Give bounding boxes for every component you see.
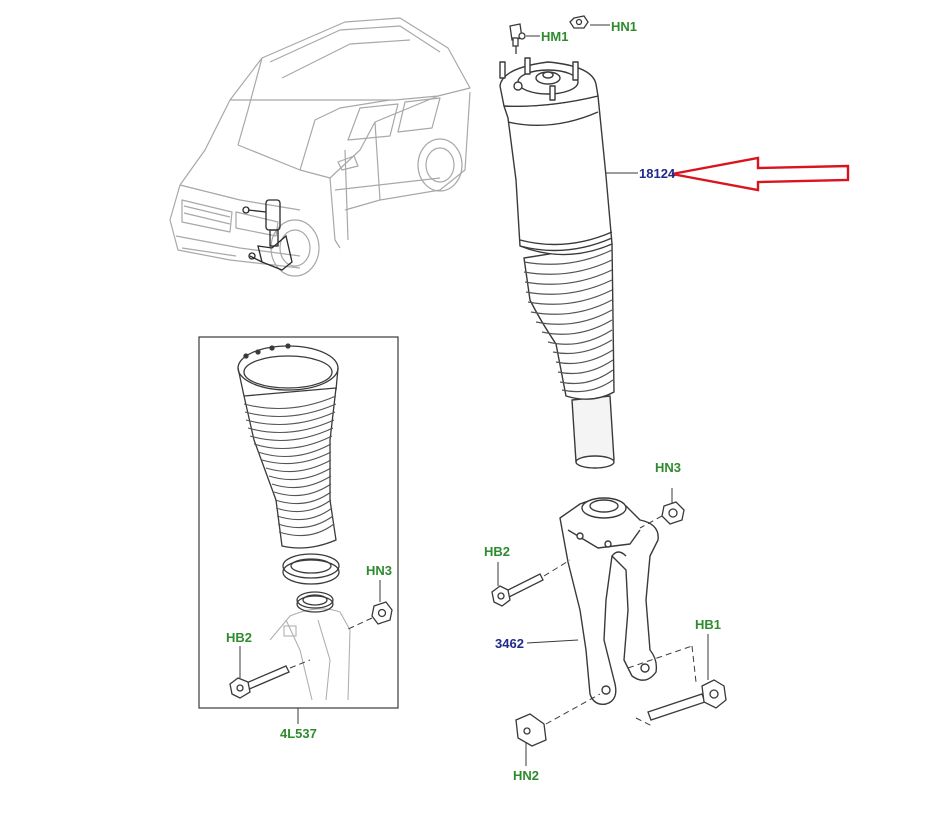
- hn3-dash-line: [639, 515, 663, 529]
- label-hm1: HM1: [541, 29, 568, 44]
- label-hb2-right: HB2: [484, 544, 510, 559]
- hb1-dash-frame: [627, 645, 697, 727]
- hb2-bolt-right-icon: [491, 573, 544, 607]
- hn2-dash-line: [545, 693, 601, 725]
- dust-boot-icon: [237, 343, 339, 549]
- hn3-nut-right-icon: [661, 501, 685, 525]
- label-18124: 18124: [639, 166, 676, 181]
- hn1-nut-icon: [569, 15, 589, 29]
- hb2-dash-line: [543, 559, 571, 577]
- callout-arrow-icon: [671, 156, 850, 192]
- hb2-bolt-inset-icon: [229, 665, 290, 699]
- leader-lines: [497, 24, 709, 766]
- hb2-inset-dash-line: [289, 659, 311, 669]
- knuckle-bracket-icon: [559, 497, 659, 705]
- hn2-nut-icon: [515, 713, 547, 747]
- label-hb2-inset: HB2: [226, 630, 252, 645]
- vehicle-sketch-icon: [169, 17, 471, 277]
- label-4l537: 4L537: [280, 726, 317, 741]
- label-hb1: HB1: [695, 617, 721, 632]
- inset-knuckle-ghost-icon: [269, 608, 351, 701]
- hb1-bolt-icon: [647, 679, 727, 721]
- label-hn3-right: HN3: [655, 460, 681, 475]
- label-hn1: HN1: [611, 19, 637, 34]
- label-hn3-inset: HN3: [366, 563, 392, 578]
- clamp-band-icon: [296, 591, 334, 613]
- label-hn2: HN2: [513, 768, 539, 783]
- label-3462: 3462: [495, 636, 524, 651]
- retaining-ring-icon: [282, 553, 340, 585]
- vehicle-strut-highlight-icon: [242, 199, 293, 271]
- hn3-inset-dash-line: [345, 617, 373, 631]
- air-strut-icon: [499, 57, 615, 469]
- hn3-nut-inset-icon: [371, 601, 393, 625]
- hm1-connector-icon: [509, 23, 526, 54]
